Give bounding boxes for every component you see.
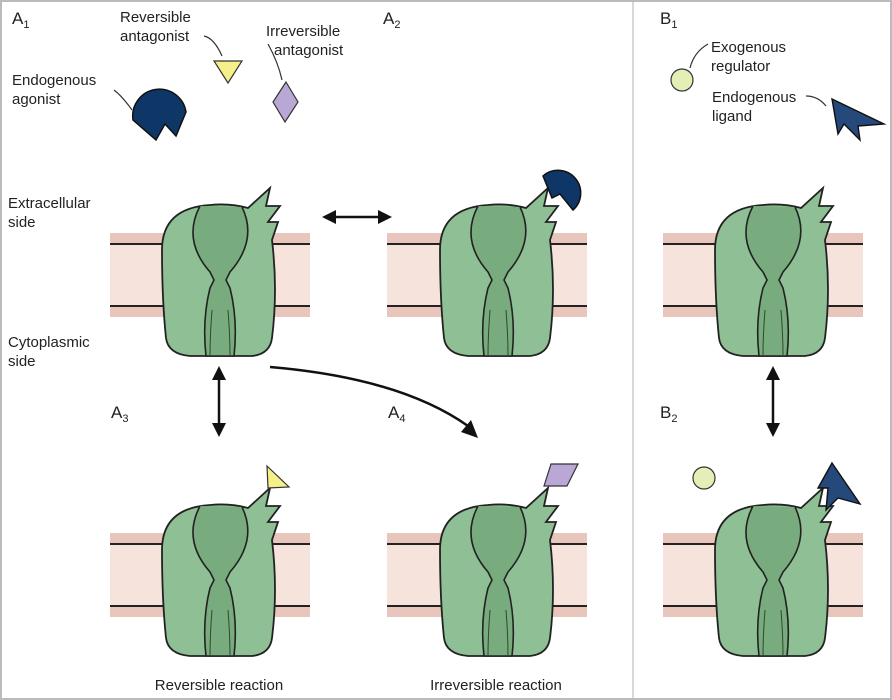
receptor-b2	[714, 487, 834, 657]
panel-label-b2: B2	[660, 403, 677, 425]
panel-label-b1: B1	[660, 9, 677, 31]
endogenous-agonist-icon	[131, 88, 187, 142]
reversible-antagonist-icon	[212, 60, 244, 85]
receptor-a2	[439, 187, 559, 357]
bound-endogenous-ligand-b2	[816, 461, 862, 512]
reaction-arrows	[212, 210, 780, 438]
receptor-b1	[714, 187, 834, 357]
irreversible-antagonist-icon	[272, 80, 299, 124]
receptor-a3	[161, 487, 281, 657]
bound-reversible-antagonist-a3	[266, 464, 291, 489]
receptor-a1	[161, 187, 281, 357]
bound-irreversible-antagonist-a4	[543, 463, 579, 487]
panel-label-a4: A4	[388, 403, 405, 425]
reversible-reaction-caption: Reversible reaction	[155, 677, 283, 694]
panel-label-a2: A2	[383, 9, 400, 31]
irreversible-reaction-caption: Irreversible reaction	[430, 677, 562, 694]
panel-label-a1: A1	[12, 9, 29, 31]
endogenous-ligand-icon	[831, 97, 887, 142]
leader-lines	[113, 35, 827, 111]
receptor-a4	[439, 487, 559, 657]
panel-label-a3: A3	[111, 403, 128, 425]
bound-exogenous-regulator-b2	[692, 466, 716, 490]
exogenous-regulator-icon	[670, 68, 694, 92]
bound-agonist-a2	[542, 169, 582, 212]
